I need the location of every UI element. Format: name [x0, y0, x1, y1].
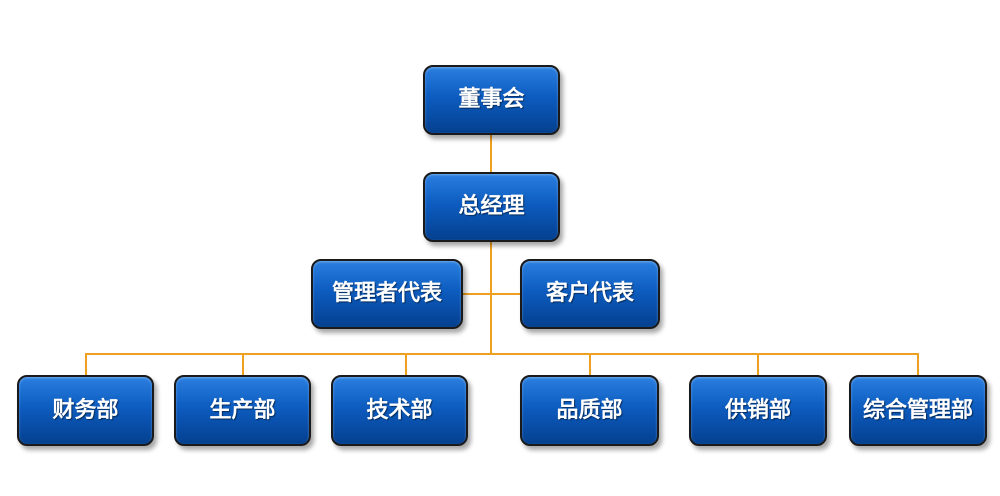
connector-board-to-gm [490, 133, 492, 173]
node-finance-label: 财务部 [52, 397, 119, 423]
node-customer-representative: 客户代表 [520, 259, 660, 329]
node-customer-representative-label: 客户代表 [545, 281, 634, 306]
connector-drop-technology [405, 353, 407, 377]
node-finance: 财务部 [17, 375, 154, 446]
node-board-label: 董事会 [458, 87, 525, 112]
connector-representatives [460, 293, 522, 295]
connector-drop-general-management [917, 353, 919, 377]
node-production: 生产部 [174, 375, 311, 446]
node-quality: 品质部 [520, 375, 659, 446]
connector-drop-production [242, 353, 244, 377]
node-technology: 技术部 [331, 375, 468, 446]
connector-drop-quality [589, 353, 591, 377]
node-supply-sales-label: 供销部 [724, 397, 791, 423]
connector-drop-finance [85, 353, 87, 377]
node-general-manager: 总经理 [423, 172, 560, 242]
node-technology-label: 技术部 [366, 397, 433, 423]
node-management-representative-label: 管理者代表 [331, 281, 442, 306]
node-supply-sales: 供销部 [689, 375, 827, 446]
connector-drop-supply-sales [757, 353, 759, 377]
node-board: 董事会 [423, 65, 560, 135]
connector-departments-bus [85, 353, 919, 355]
node-management-representative: 管理者代表 [311, 259, 463, 329]
node-general-management: 综合管理部 [849, 375, 987, 446]
node-general-manager-label: 总经理 [458, 194, 525, 219]
node-general-management-label: 综合管理部 [863, 397, 974, 423]
connector-gm-trunk [490, 241, 492, 354]
node-production-label: 生产部 [209, 397, 276, 423]
node-quality-label: 品质部 [556, 397, 623, 423]
